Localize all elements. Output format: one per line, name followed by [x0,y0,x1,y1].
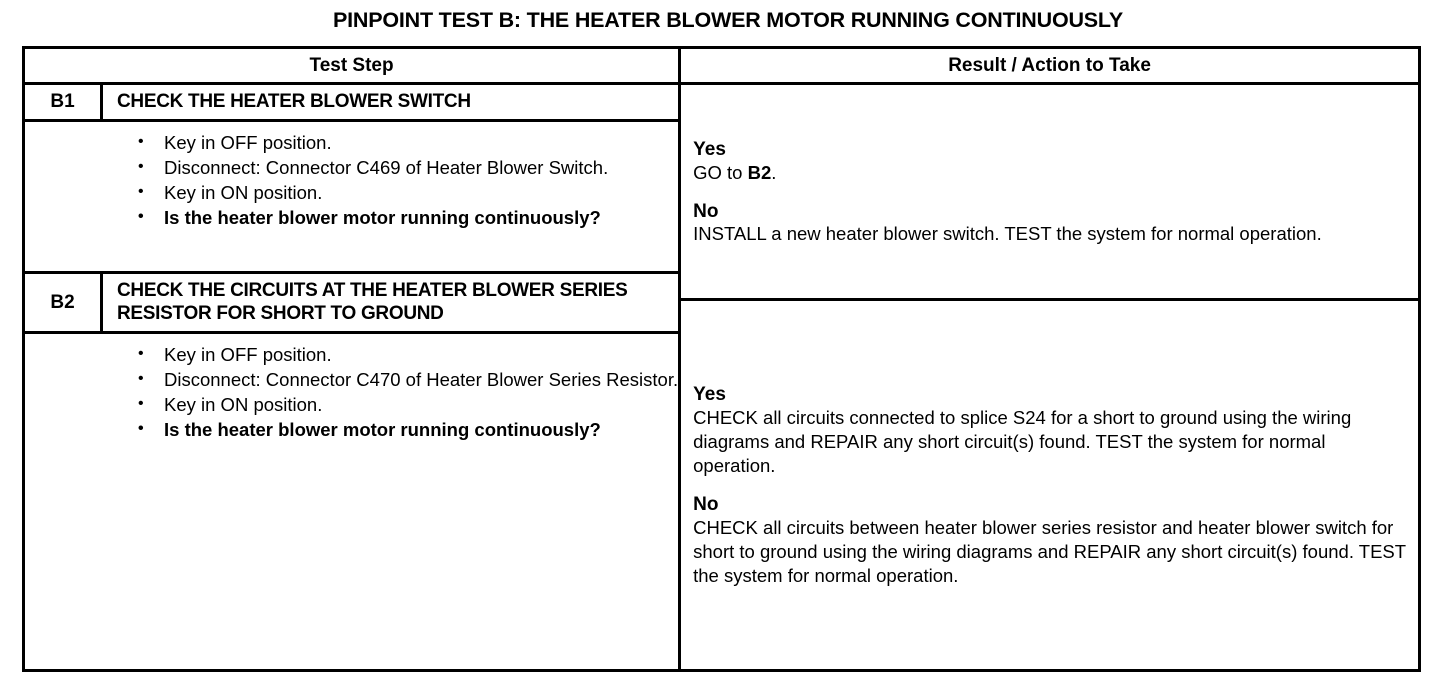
result-cell-b1: Yes GO to B2. No INSTALL a new heater bl… [681,85,1418,301]
page-title: PINPOINT TEST B: THE HEATER BLOWER MOTOR… [332,8,1124,32]
step-header-b2: B2 CHECK THE CIRCUITS AT THE HEATER BLOW… [25,274,679,335]
list-item: Is the heater blower motor running conti… [25,416,678,442]
result-action-column: Result / Action to Take Yes GO to B2. No… [681,49,1418,669]
result-yes-b2: Yes CHECK all circuits connected to spli… [693,384,1408,478]
step-header-b1: B1 CHECK THE HEATER BLOWER SWITCH [25,85,679,123]
step-id-b2: B2 [25,274,103,332]
step-title-b2: CHECK THE CIRCUITS AT THE HEATER BLOWER … [117,280,628,324]
list-item: Key in OFF position. [25,129,678,155]
result-label-no: No [693,494,719,515]
result-no-b2: No CHECK all circuits between heater blo… [693,494,1408,588]
step-title-b1: CHECK THE HEATER BLOWER SWITCH [117,91,471,112]
result-text-suffix: . [771,161,777,183]
step-list-b2: Key in OFF position. Disconnect: Connect… [25,341,678,442]
column-header-result-action: Result / Action to Take [681,49,1418,85]
result-yes-b1: Yes GO to B2. [693,139,1408,185]
list-item: Key in ON position. [25,391,678,417]
result-text-no-b1: INSTALL a new heater blower switch. TEST… [693,223,1322,245]
result-no-b1: No INSTALL a new heater blower switch. T… [693,201,1408,247]
result-text-yes-b1: GO to B2. [693,161,1408,185]
step-body-b2: Key in OFF position. Disconnect: Connect… [25,334,678,669]
list-item: Disconnect: Connector C470 of Heater Blo… [25,366,678,392]
step-list-b1: Key in OFF position. Disconnect: Connect… [25,129,678,230]
list-item: Is the heater blower motor running conti… [25,204,678,230]
test-step-column: Test Step B1 CHECK THE HEATER BLOWER SWI… [25,49,682,669]
step-id-b1: B1 [25,85,103,120]
result-text-no-b2: CHECK all circuits between heater blower… [693,516,1406,586]
pinpoint-test-table: Test Step B1 CHECK THE HEATER BLOWER SWI… [22,46,1421,672]
list-item: Key in ON position. [25,179,678,205]
result-text-prefix: GO to [693,161,748,183]
result-cell-b2: Yes CHECK all circuits connected to spli… [681,301,1418,669]
result-label-yes: Yes [693,384,726,406]
result-label-no: No [693,200,719,222]
step-body-b1: Key in OFF position. Disconnect: Connect… [25,122,679,275]
list-item: Disconnect: Connector C469 of Heater Blo… [25,154,678,180]
list-item: Key in OFF position. [25,341,678,367]
result-text-yes-b2: CHECK all circuits connected to splice S… [693,407,1352,476]
column-header-test-step: Test Step [25,49,679,85]
result-label-yes: Yes [693,138,726,160]
result-text-reference: B2 [747,161,772,183]
